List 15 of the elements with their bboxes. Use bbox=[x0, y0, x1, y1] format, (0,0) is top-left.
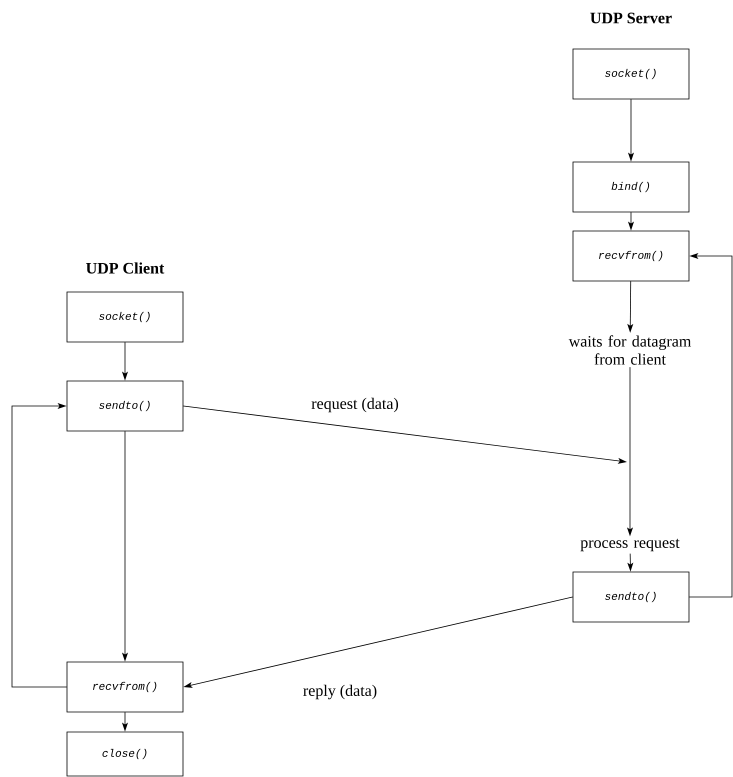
column-title: UDP Client bbox=[86, 262, 164, 274]
function-box: recvfrom() bbox=[572, 230, 690, 282]
column-title: UDP Server bbox=[590, 12, 672, 24]
function-box: close() bbox=[66, 732, 184, 776]
function-box: socket() bbox=[66, 292, 184, 342]
edge-label: reply (data) bbox=[302, 684, 378, 700]
function-box: recvfrom() bbox=[66, 662, 184, 712]
arrow bbox=[12, 402, 67, 688]
function-box: sendto() bbox=[572, 572, 690, 622]
step-text: process request bbox=[580, 538, 680, 552]
edge-label: request (data) bbox=[310, 396, 400, 414]
function-box: bind() bbox=[572, 162, 690, 212]
function-box: socket() bbox=[572, 48, 690, 100]
step-text: waits for datagram from client bbox=[568, 335, 692, 365]
function-box: sendto() bbox=[66, 380, 184, 432]
